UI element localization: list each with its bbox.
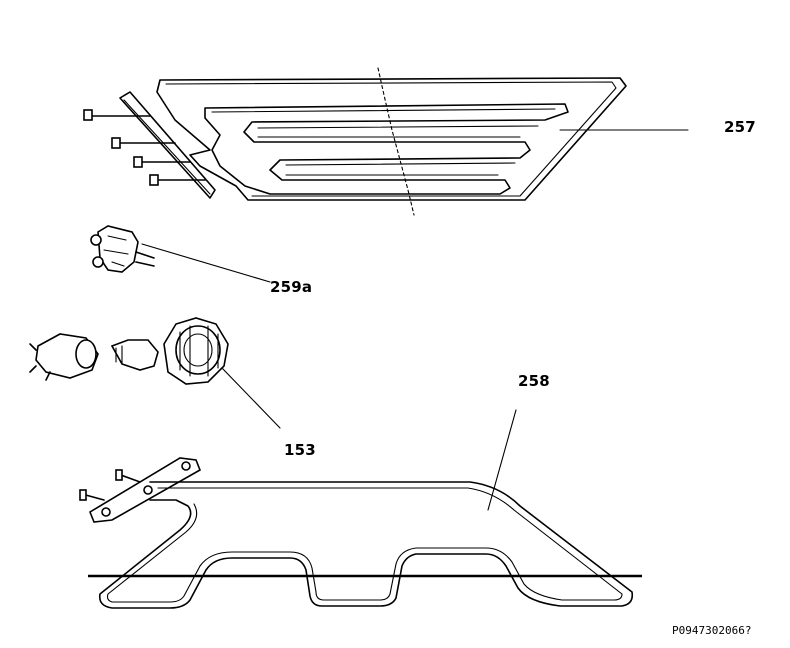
label-258: 258 xyxy=(518,372,550,390)
label-153: 153 xyxy=(284,441,316,459)
drawing-code: P0947302066? xyxy=(672,624,752,637)
label-259a: 259a xyxy=(270,278,313,296)
label-257: 257 xyxy=(724,118,756,136)
bottom-heating-element xyxy=(79,409,642,609)
top-heating-element xyxy=(83,67,689,216)
lamp-assembly xyxy=(29,317,281,429)
thermostat-sensor xyxy=(90,225,271,283)
